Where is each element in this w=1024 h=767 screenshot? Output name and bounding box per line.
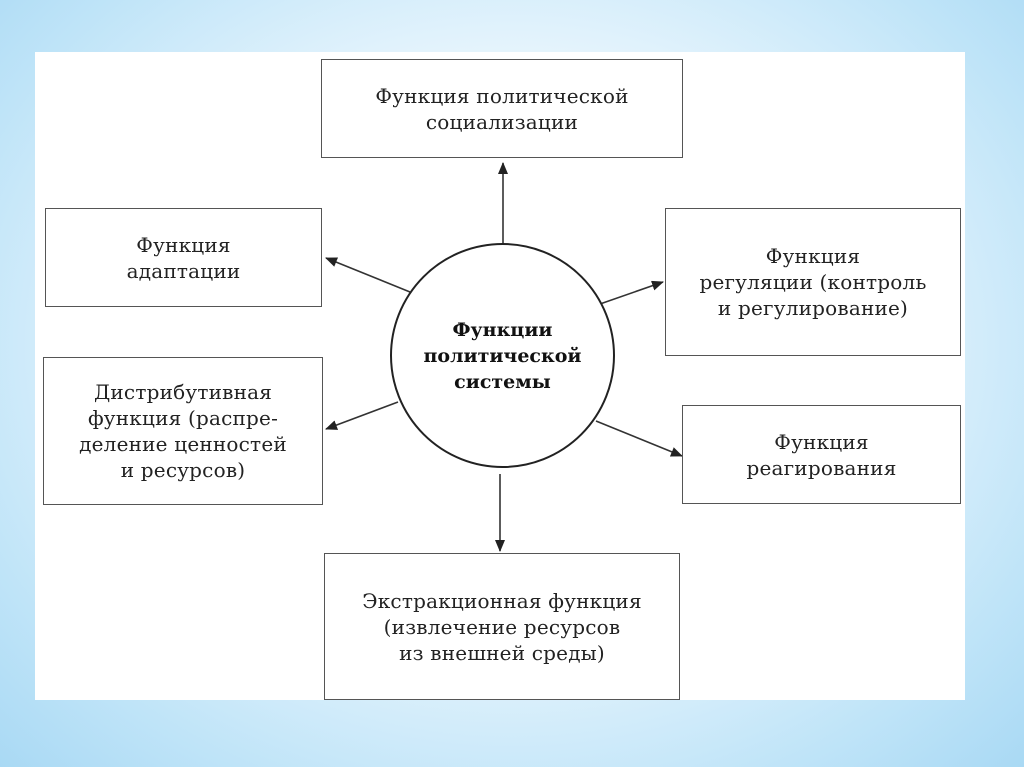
distributive-function-label: Дистрибутивная функция (распре- деление … — [79, 380, 287, 482]
arrow-to-distributive — [325, 401, 399, 430]
regulation-function-box: Функция регуляции (контроль и регулирова… — [665, 208, 961, 356]
political-system-functions-circle: Функции политической системы — [390, 243, 615, 468]
adaptation-function-label: Функция адаптации — [126, 232, 241, 283]
response-function-box: Функция реагирования — [682, 405, 961, 504]
arrow-to-response — [595, 420, 683, 457]
center-label: Функции политической системы — [423, 318, 582, 393]
distributive-function-box: Дистрибутивная функция (распре- деление … — [43, 357, 323, 505]
adaptation-function-box: Функция адаптации — [45, 208, 322, 307]
extraction-function-box: Экстракционная функция (извлечение ресур… — [324, 553, 680, 700]
arrow-to-regulation — [599, 280, 664, 305]
socialization-function-box: Функция политической социализации — [321, 59, 683, 158]
socialization-function-label: Функция политической социализации — [375, 83, 629, 134]
extraction-function-label: Экстракционная функция (извлечение ресур… — [362, 588, 642, 665]
response-function-label: Функция реагирования — [746, 429, 897, 480]
arrow-to-adaptation — [325, 257, 411, 293]
regulation-function-label: Функция регуляции (контроль и регулирова… — [699, 244, 927, 320]
